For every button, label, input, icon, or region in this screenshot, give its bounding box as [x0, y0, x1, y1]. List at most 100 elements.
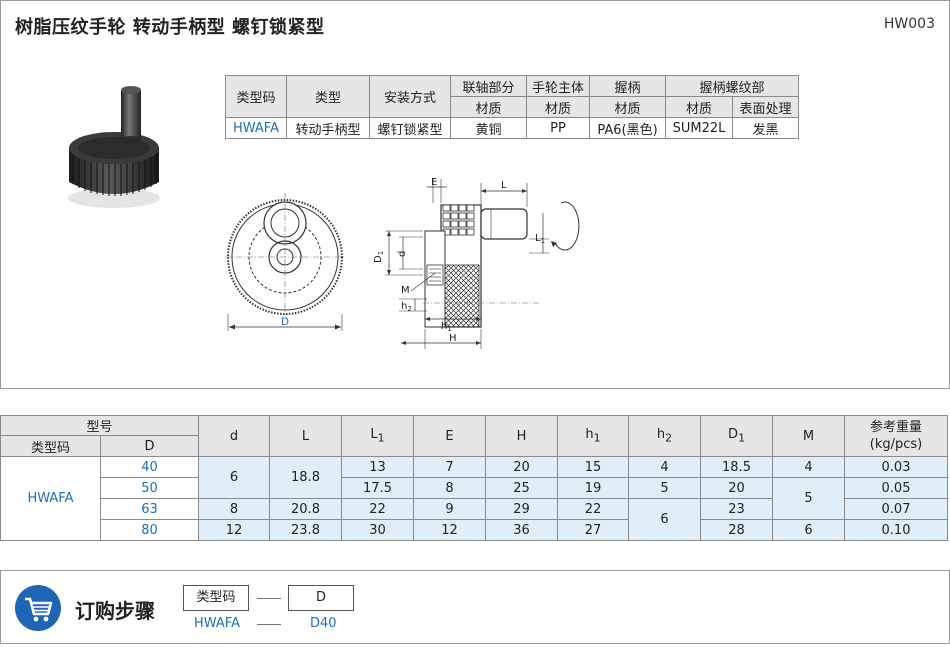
dim-cell-L: 18.8 [269, 456, 342, 499]
spec-value-shaft: 黄铜 [450, 117, 527, 139]
dim-cell-h2: 4 [628, 456, 701, 478]
spec-header-shaft: 联轴部分 [450, 75, 527, 97]
spec-header-material: 材质 [526, 96, 590, 118]
dim-cell-L: 20.8 [269, 498, 342, 520]
dim-header-M: M [772, 415, 845, 457]
dim-cell-H: 25 [485, 477, 558, 499]
dim-cell-L1: 13 [341, 456, 414, 478]
dim-header-L1: L1 [341, 415, 414, 457]
dim-cell-D: 63 [100, 498, 199, 520]
dim-cell-M: 5 [772, 477, 845, 520]
spec-header-grip-screw: 握柄螺纹部 [665, 75, 799, 97]
dim-label-L: L [501, 180, 507, 191]
spec-header-install: 安装方式 [369, 75, 451, 118]
side-view-drawing: E L L1 D1 d M h2 h1 H [373, 177, 580, 349]
dim-header-model: 型号 [0, 415, 199, 436]
dim-header-type-code: 类型码 [0, 435, 101, 457]
dim-label-D1: D1 [373, 251, 385, 263]
product-panel: 树脂压纹手轮 转动手柄型 螺钉锁紧型 HW003 类型码 [0, 0, 950, 389]
dim-header-H: H [485, 415, 558, 457]
cart-icon [15, 585, 61, 631]
dim-cell-E: 8 [413, 477, 486, 499]
dim-cell-D1: 18.5 [700, 456, 773, 478]
dim-cell-L: 23.8 [269, 519, 342, 541]
dim-cell-D1: 28 [700, 519, 773, 541]
dim-label-h2: h2 [401, 301, 412, 313]
page-title: 树脂压纹手轮 转动手柄型 螺钉锁紧型 [15, 17, 325, 38]
order-dash [257, 624, 281, 625]
order-box-type-code: 类型码 [183, 585, 249, 611]
dim-cell-H: 20 [485, 456, 558, 478]
product-photo [68, 86, 160, 208]
dimension-table: 型号 d L L1 E H h1 h2 D1 M 参考重量(kg/pcs) 类型… [0, 415, 948, 541]
dim-label-E: E [431, 177, 437, 188]
spec-value-surface: 发黑 [732, 117, 799, 139]
spec-header-type: 类型 [286, 75, 370, 118]
dim-label-D: D [281, 316, 289, 328]
spec-value-type-code: HWAFA [225, 117, 287, 139]
dim-label-M: M [401, 285, 410, 296]
dim-label-h1: h1 [441, 321, 452, 333]
spec-header-surface: 表面处理 [732, 96, 799, 118]
dimension-panel: 型号 d L L1 E H h1 h2 D1 M 参考重量(kg/pcs) 类型… [0, 415, 950, 541]
dim-cell-h2: 6 [628, 498, 701, 541]
dim-cell-weight: 0.07 [844, 498, 948, 520]
dim-cell-D: 80 [100, 519, 199, 541]
dim-cell-M: 6 [772, 519, 845, 541]
spec-header-material: 材质 [450, 96, 527, 118]
dim-cell-h1: 22 [557, 498, 629, 520]
dim-cell-h1: 27 [557, 519, 629, 541]
spec-value-body: PP [526, 117, 590, 139]
dim-cell-h2: 5 [628, 477, 701, 499]
dim-cell-weight: 0.05 [844, 477, 948, 499]
dim-cell-d: 8 [198, 498, 270, 520]
dim-cell-weight: 0.10 [844, 519, 948, 541]
dim-header-D1: D1 [700, 415, 773, 457]
spec-header-material: 材质 [665, 96, 733, 118]
dim-header-D: D [100, 435, 199, 457]
spec-value-grip: PA6(黑色) [589, 117, 666, 139]
dim-cell-D1: 23 [700, 498, 773, 520]
dim-header-weight: 参考重量(kg/pcs) [844, 415, 948, 457]
dim-cell-D: 50 [100, 477, 199, 499]
spec-value-type: 转动手柄型 [286, 117, 370, 139]
spec-header-grip: 握柄 [589, 75, 666, 97]
dim-cell-weight: 0.03 [844, 456, 948, 478]
dim-cell-d: 6 [198, 456, 270, 499]
dim-cell-E: 7 [413, 456, 486, 478]
spec-header-body: 手轮主体 [526, 75, 590, 97]
spec-value-install: 螺钉锁紧型 [369, 117, 451, 139]
dim-cell-D: 40 [100, 456, 199, 478]
dim-label-L1: L1 [535, 233, 545, 245]
dim-cell-M: 4 [772, 456, 845, 478]
dim-cell-h1: 19 [557, 477, 629, 499]
dim-cell-E: 12 [413, 519, 486, 541]
order-dash [257, 598, 281, 599]
spec-header-type-code: 类型码 [225, 75, 287, 118]
dim-cell-L1: 22 [341, 498, 414, 520]
dim-cell-d: 12 [198, 519, 270, 541]
dim-cell-E: 9 [413, 498, 486, 520]
order-title: 订购步骤 [75, 599, 155, 623]
front-view-drawing: D [225, 193, 345, 331]
spec-header-material: 材质 [589, 96, 666, 118]
spec-table: 类型码 类型 安装方式 联轴部分 手轮主体 握柄 握柄螺纹部 材质 材质 材质 … [225, 75, 799, 139]
dim-cell-H: 29 [485, 498, 558, 520]
dim-cell-h1: 15 [557, 456, 629, 478]
product-code: HW003 [883, 16, 935, 32]
dim-label-d: d [397, 251, 408, 257]
order-example-type-code: HWAFA [194, 616, 240, 631]
dim-cell-L1: 30 [341, 519, 414, 541]
order-example-D: D40 [310, 616, 337, 631]
dim-header-d: d [198, 415, 270, 457]
dim-cell-D1: 20 [700, 477, 773, 499]
dim-cell-L1: 17.5 [341, 477, 414, 499]
dim-header-L: L [269, 415, 342, 457]
dim-header-E: E [413, 415, 486, 457]
dim-label-H: H [449, 333, 457, 344]
dim-cell-H: 36 [485, 519, 558, 541]
dim-header-h2: h2 [628, 415, 701, 457]
dim-type-code: HWAFA [0, 456, 101, 541]
order-box-D: D [288, 585, 354, 611]
dim-header-h1: h1 [557, 415, 629, 457]
